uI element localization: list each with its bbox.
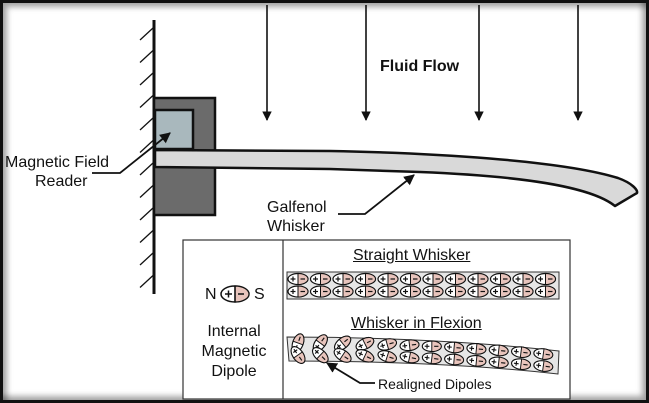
dipole [354,285,377,298]
hatch-mark [139,275,154,288]
dipole [309,285,332,298]
dipole [290,346,306,364]
hatch-mark [139,72,154,86]
legend-dipole [220,285,250,303]
legend-north: N [205,286,217,303]
dipole [355,336,375,351]
hatch-mark [139,207,154,221]
reader-label-line1: Magnetic Field [5,154,110,171]
hatch-mark [139,140,154,153]
hatch-mark [139,27,154,41]
dipole [311,346,329,364]
flexion-whisker-title: Whisker in Flexion [351,315,482,332]
dipole [489,272,512,286]
dipole [533,348,554,360]
dipole [377,338,398,351]
dipole [489,285,512,298]
dipole [287,272,309,286]
dipole [444,272,467,286]
legend-caption-line2: Magnetic [201,343,267,360]
dipole [332,272,354,286]
dipole [533,360,554,372]
dipole [466,342,487,355]
dipole [399,339,420,352]
straight-dipoles [287,272,557,298]
magnetic-field-reader [153,108,195,151]
whisker-label-line1: Galfenol [267,199,327,216]
galfenol-whisker [153,148,639,208]
dipole [399,351,420,364]
inset-box [182,239,571,400]
hatch-mark [139,162,154,176]
reader-label-line2: Reader [35,173,88,190]
dipole [534,285,557,298]
dipole [287,285,309,298]
legend-south: S [254,286,265,303]
hatch-mark [139,95,154,108]
flexion-dipoles [290,333,554,372]
dipole [399,272,422,286]
reader-leader-arrow [92,132,171,174]
legend-caption-line3: Dipole [211,363,257,380]
dipole [309,272,332,286]
fluid-flow-arrows [262,5,583,121]
realigned-leader-arrow [326,362,375,384]
whisker-leader-arrow [338,174,415,215]
dipole [332,285,354,298]
dipole [467,272,489,286]
dipole [399,285,422,298]
dipole [488,356,509,369]
hatch-mark [139,230,154,243]
dipole [377,272,399,286]
dipole [355,349,375,363]
dipole [377,285,399,298]
hatch-mark [139,252,154,266]
dipole [422,272,444,286]
straight-whisker-title: Straight Whisker [353,247,471,264]
wall-hatching [139,27,154,288]
dipole [510,346,532,358]
dipole [467,285,489,298]
hatch-mark [139,50,154,63]
dipole [354,272,377,286]
dipole [466,354,487,367]
whisker-label-line2: Whisker [267,218,325,235]
fluid-flow-label: Fluid Flow [380,58,460,75]
realigned-dipoles-label: Realigned Dipoles [378,376,492,392]
dipole [510,358,532,370]
hatch-mark [139,185,154,198]
dipole [422,285,444,298]
dipole [377,350,397,363]
legend-caption-line1: Internal [207,323,261,340]
dipole [444,341,465,354]
dipole [512,285,534,298]
dipole [421,340,442,353]
dipole [333,347,352,363]
dipole [534,272,557,286]
hatch-mark [139,117,154,131]
dipole [421,352,442,365]
dipole [488,344,509,357]
dipole [444,353,465,366]
dipole [444,285,467,298]
dipole [512,272,534,286]
